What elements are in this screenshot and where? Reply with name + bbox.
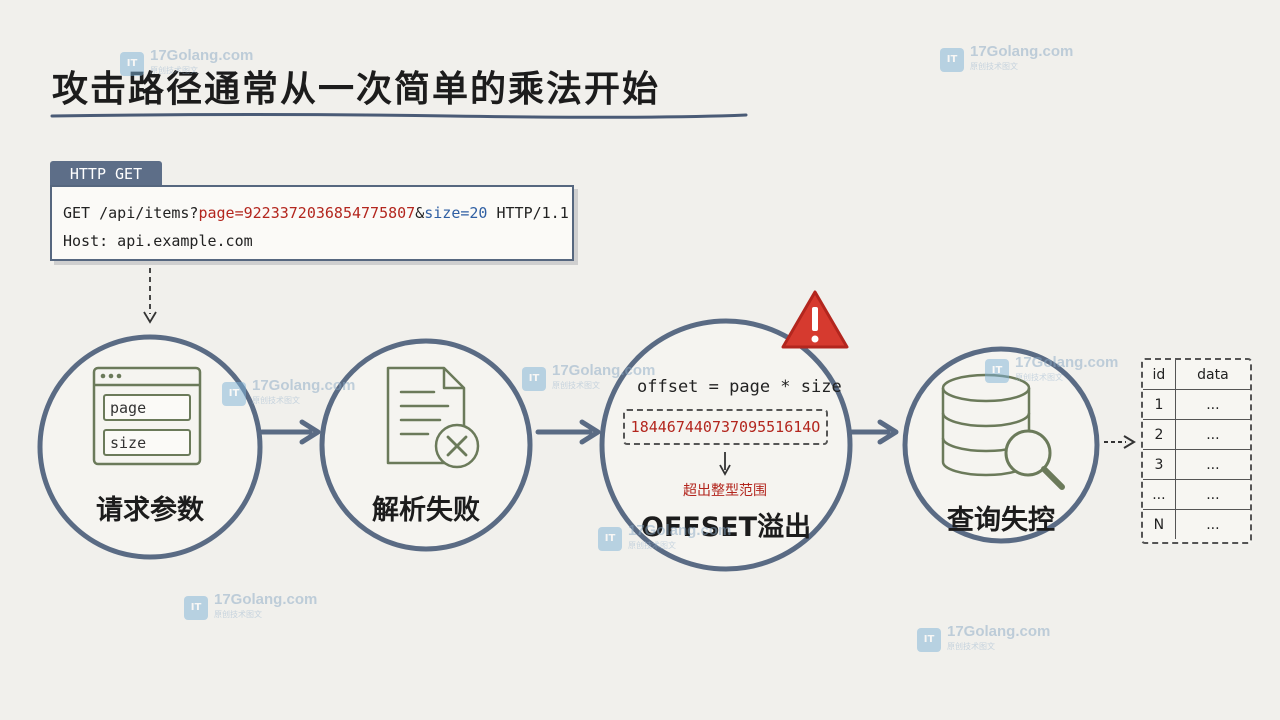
table-header-data: data (1174, 360, 1250, 390)
watermark-logo-icon: IT (522, 366, 546, 391)
request-prefix: GET /api/items? (63, 204, 199, 222)
request-line: GET /api/items?page=9223372036854775807&… (63, 199, 572, 227)
table-header-id: id (1152, 366, 1166, 383)
stage-label-overflow: OFFSET溢出 (640, 512, 812, 543)
watermark-logo-icon: IT (120, 51, 144, 76)
database-search-icon (941, 373, 1065, 490)
table-row: 3... (1143, 449, 1250, 480)
stage-label-parse: 解析失败 (372, 495, 480, 526)
http-request-box: GET /api/items?page=9223372036854775807&… (50, 185, 574, 261)
request-size-param: size=20 (424, 204, 488, 222)
form-window-icon (92, 366, 202, 466)
offset-formula: offset = page * size (637, 377, 842, 397)
watermark-logo-icon: IT (940, 47, 964, 72)
page-title: 攻击路径通常从一次简单的乘法开始 (52, 69, 661, 110)
overflow-value-box: 18446744073709551614O (623, 409, 828, 445)
arrow-overflow-to-query (849, 419, 899, 445)
stage-label-query: 查询失控 (947, 505, 1055, 536)
table-row: ...... (1143, 479, 1250, 510)
request-page-param: page=9223372036854775807 (198, 204, 416, 222)
watermark-logo-icon: IT (598, 526, 622, 551)
http-method-tab: HTTP GET (50, 161, 162, 187)
stage-circle-overflow (599, 318, 853, 572)
warning-icon (781, 290, 849, 349)
arrow-query-to-table (1104, 435, 1136, 449)
table-row: N... (1143, 509, 1250, 539)
result-table: id data 1... 2... 3... ...... N... (1141, 358, 1252, 544)
overflow-value: 18446744073709551614O (630, 418, 821, 436)
stage-label-params: 请求参数 (96, 495, 204, 526)
watermark-logo-icon: IT (222, 381, 246, 406)
table-row: 2... (1143, 419, 1250, 450)
watermark-logo-icon: IT (917, 627, 941, 652)
size-field-label: size (110, 434, 147, 452)
watermark-logo-icon: IT (985, 358, 1009, 383)
overflow-down-arrow (719, 452, 731, 476)
request-amp: & (415, 204, 425, 222)
document-error-icon (386, 366, 480, 469)
request-to-params-arrow (143, 268, 157, 324)
request-suffix: HTTP/1.1 (487, 204, 569, 222)
watermark-logo-icon: IT (184, 595, 208, 620)
arrow-parse-to-overflow (535, 419, 601, 445)
arrow-params-to-parse (259, 419, 321, 445)
host-line: Host: api.example.com (63, 232, 253, 250)
title-underline (50, 113, 748, 119)
table-row: 1... (1143, 389, 1250, 420)
page-field-label: page (110, 399, 147, 417)
overflow-note: 超出整型范围 (683, 483, 767, 499)
